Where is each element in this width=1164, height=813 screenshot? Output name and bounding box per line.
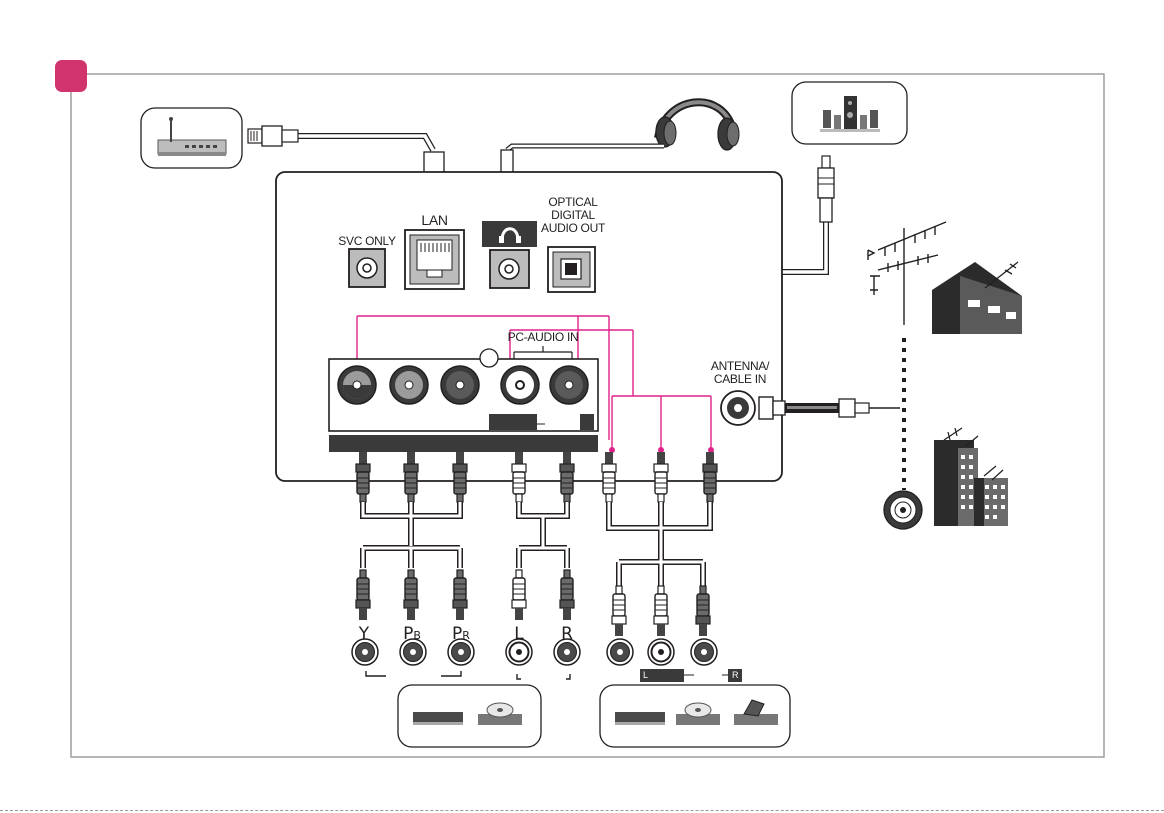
headphones-device [656,102,739,150]
panel-jack-3 [441,366,479,404]
panel-jack-5 [550,366,588,404]
svc-only-port [349,249,385,287]
apartment-buildings [934,428,1008,526]
av-tag-right: R [729,670,739,681]
panel-jack-2 [390,366,428,404]
cable-routing [363,502,710,588]
jack-label-r: R [547,625,587,645]
house [932,262,1022,334]
lan-port [405,230,464,289]
jack-label-pb: PB [392,625,432,645]
optical-label: OPTICAL DIGITAL AUDIO OUT [531,196,615,235]
step-badge [55,60,87,92]
page-bottom-rule [0,810,1164,811]
antenna-jack [721,391,755,425]
jack-label-l: L [499,625,539,645]
av-devices-box [600,685,790,747]
panel-jack-1 [338,366,376,404]
router-device [141,108,242,168]
tv-back-panel [276,172,782,481]
headphone-port [482,221,537,288]
cable-wall-outlet [884,491,922,529]
component-devices-box [398,685,541,747]
lan-label: LAN [405,213,464,228]
jack-bracket-marks [366,671,570,679]
antenna-label: ANTENNA/ CABLE IN [694,360,786,386]
optical-port [548,247,595,292]
jack-label-pr: PR [441,625,481,645]
av-tag-left: L [640,670,648,681]
panel-jack-4 [501,366,539,404]
speaker-system-device [792,82,907,144]
pc-audio-in-label: PC-AUDIO IN [505,331,581,344]
svc-only-label: SVC ONLY [331,235,403,248]
jack-label-y: Y [344,625,384,645]
